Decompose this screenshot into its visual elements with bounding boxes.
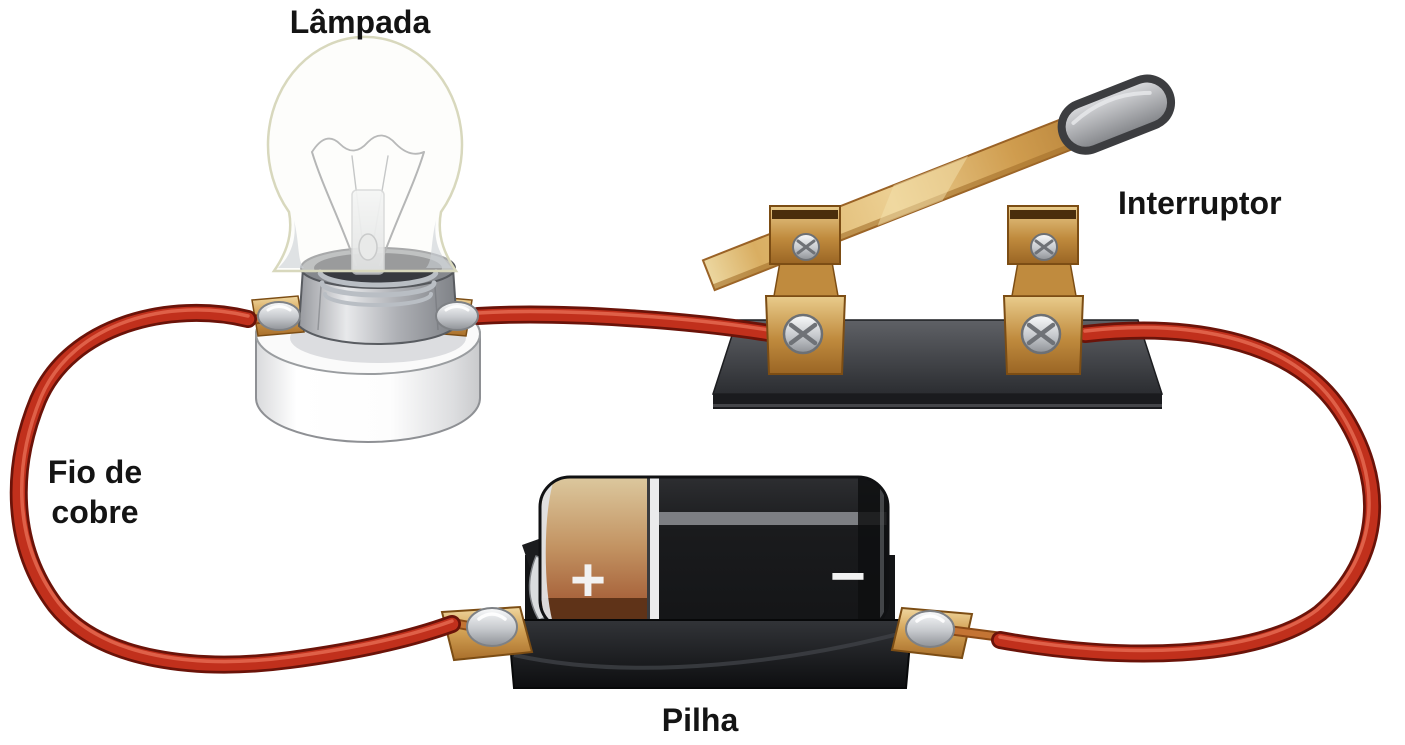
switch-lever: [701, 74, 1176, 292]
battery-assembly: + −: [440, 475, 974, 689]
dome-highlight: [915, 614, 945, 623]
wire-middle: [469, 305, 784, 343]
label-copper-wire: Fio de cobre: [48, 452, 142, 532]
glass-neck-shade-right: [426, 220, 452, 268]
switch-posts: [764, 205, 1085, 375]
battery-negative-section: [659, 477, 888, 630]
battery-body: [540, 477, 888, 630]
label-switch: Interruptor: [1118, 185, 1282, 221]
label-copper-wire-line2: cobre: [51, 494, 139, 530]
battery-positive-sign: +: [570, 546, 606, 615]
screw-cross: [1026, 322, 1056, 346]
lever-handle: [1065, 82, 1168, 147]
dome-highlight: [444, 305, 470, 312]
wire-middle-highlight: [476, 309, 777, 333]
battery-separator-dark: [647, 477, 650, 630]
wire-right-body: [993, 324, 1379, 660]
socket-thread: [317, 269, 439, 288]
battery-cap-edge: [540, 483, 553, 623]
switch-post-left: [764, 205, 847, 375]
wire-left-loop: [9, 303, 461, 674]
battery-separator-light: [650, 477, 659, 630]
screw-cross: [788, 322, 818, 346]
label-copper-wire-line1: Fio de: [47, 454, 143, 490]
lever-handle-highlight: [1071, 90, 1152, 125]
wire-left-highlight: [20, 308, 454, 664]
socket-thread: [319, 280, 437, 298]
switch-post-right: [1002, 205, 1085, 375]
switch-base-edge-highlight: [713, 404, 1162, 407]
glass-neck-shade-left: [278, 220, 304, 268]
battery-gray-band: [659, 512, 888, 525]
post-clamp-slot: [1010, 210, 1076, 219]
wire-middle-body: [471, 308, 782, 341]
dome-highlight: [266, 305, 292, 312]
screw-cross: [796, 239, 816, 255]
label-battery: Pilha: [661, 702, 739, 738]
battery-right-cap-rim: [880, 485, 884, 620]
wire-right-highlight: [998, 325, 1371, 653]
holder-front: [506, 619, 914, 689]
wire-right-loop: [991, 321, 1382, 663]
lamp-glass-bulb: [266, 35, 464, 273]
post-waist: [1011, 261, 1077, 297]
screw-cross: [1034, 239, 1054, 255]
glass-envelope: [266, 35, 464, 273]
post-clamp-slot: [772, 210, 838, 219]
battery-terminal-domes: [466, 607, 955, 648]
socket-thread: [323, 292, 433, 307]
post-waist: [773, 261, 839, 297]
label-lamp: Lâmpada: [289, 4, 431, 40]
lamp-terminal-domes: [257, 301, 479, 331]
battery-negative-sign: −: [830, 542, 866, 611]
holder-front-sheen: [513, 630, 907, 670]
dome-highlight: [477, 612, 507, 621]
lever-bar-sheen: [877, 155, 969, 226]
